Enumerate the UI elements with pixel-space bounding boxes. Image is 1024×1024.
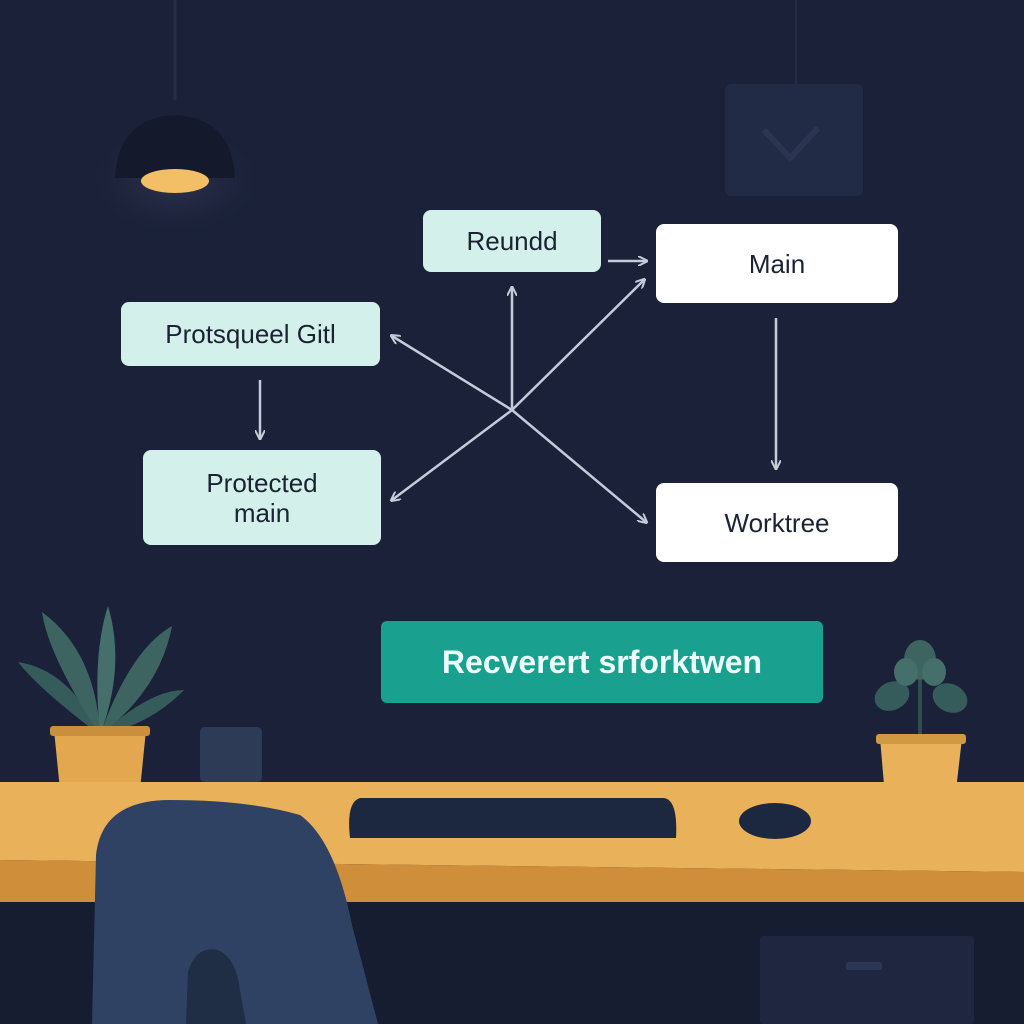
arrow-center-to-main	[511, 280, 644, 411]
node-worktree: Worktree	[656, 483, 898, 562]
plant-icon	[18, 606, 184, 814]
arrow-center-to-worktree	[511, 409, 646, 522]
node-reundd: Reundd	[423, 210, 601, 272]
node-protected-main: Protected main	[143, 450, 381, 545]
mouse-icon	[739, 803, 811, 839]
recverert-button[interactable]: Recverert srforktwen	[381, 621, 823, 703]
keyboard-icon	[349, 798, 677, 838]
wall-frame-icon	[725, 0, 863, 196]
chair-icon	[92, 800, 378, 1024]
arrow-center-to-protected	[392, 409, 513, 500]
diagram-arrows	[260, 261, 776, 522]
speaker-icon	[200, 727, 262, 790]
node-main: Main	[656, 224, 898, 303]
lamp-icon	[80, 0, 270, 240]
arrow-center-to-protsqueel	[392, 336, 513, 412]
node-protsqueel-gitl: Protsqueel Gitl	[121, 302, 380, 366]
